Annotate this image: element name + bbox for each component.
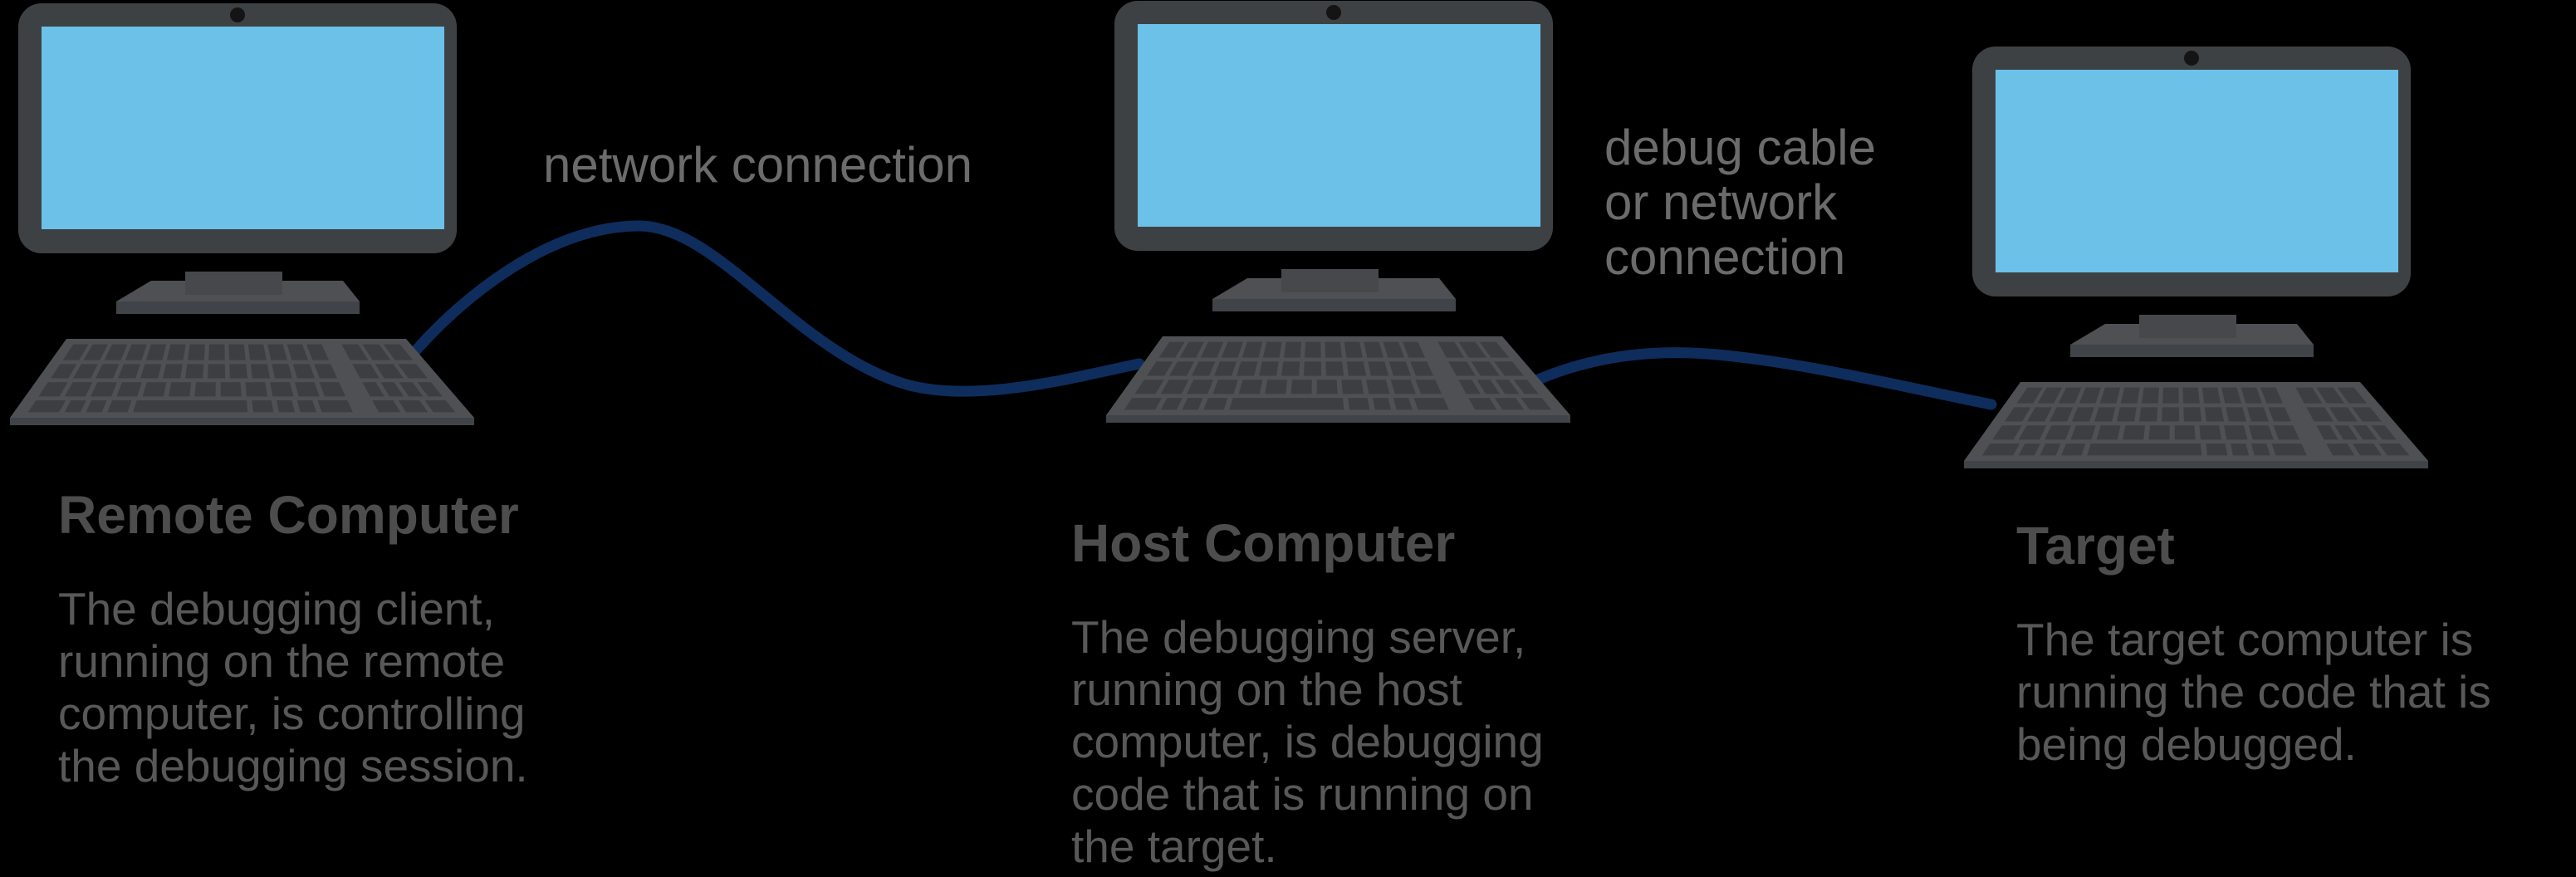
remote-computer-caption: Remote Computer The debugging client, ru… [58, 485, 656, 792]
remote-computer-heading: Remote Computer [58, 485, 519, 545]
host-computer-heading: Host Computer [1071, 513, 1456, 573]
target-computer-illustration [1964, 47, 2428, 468]
target-heading: Target [2016, 516, 2175, 576]
target-caption: Target The target computer is running th… [2016, 516, 2576, 771]
host-computer-caption: Host Computer The debugging server, runn… [1071, 513, 1669, 873]
debug-cable-label: debug cable or network connection [1604, 120, 1876, 285]
debug-cable [1530, 347, 1997, 410]
network-connection-label: network connection [543, 137, 972, 193]
target-description: The target computer is running the code … [2016, 614, 2491, 770]
network-connection-cable [409, 220, 1145, 397]
remote-computer-illustration [10, 3, 474, 425]
remote-computer-description: The debugging client, running on the rem… [58, 583, 528, 791]
host-computer-illustration [1106, 1, 1570, 423]
host-computer-description: The debugging server, running on the hos… [1071, 611, 1544, 872]
